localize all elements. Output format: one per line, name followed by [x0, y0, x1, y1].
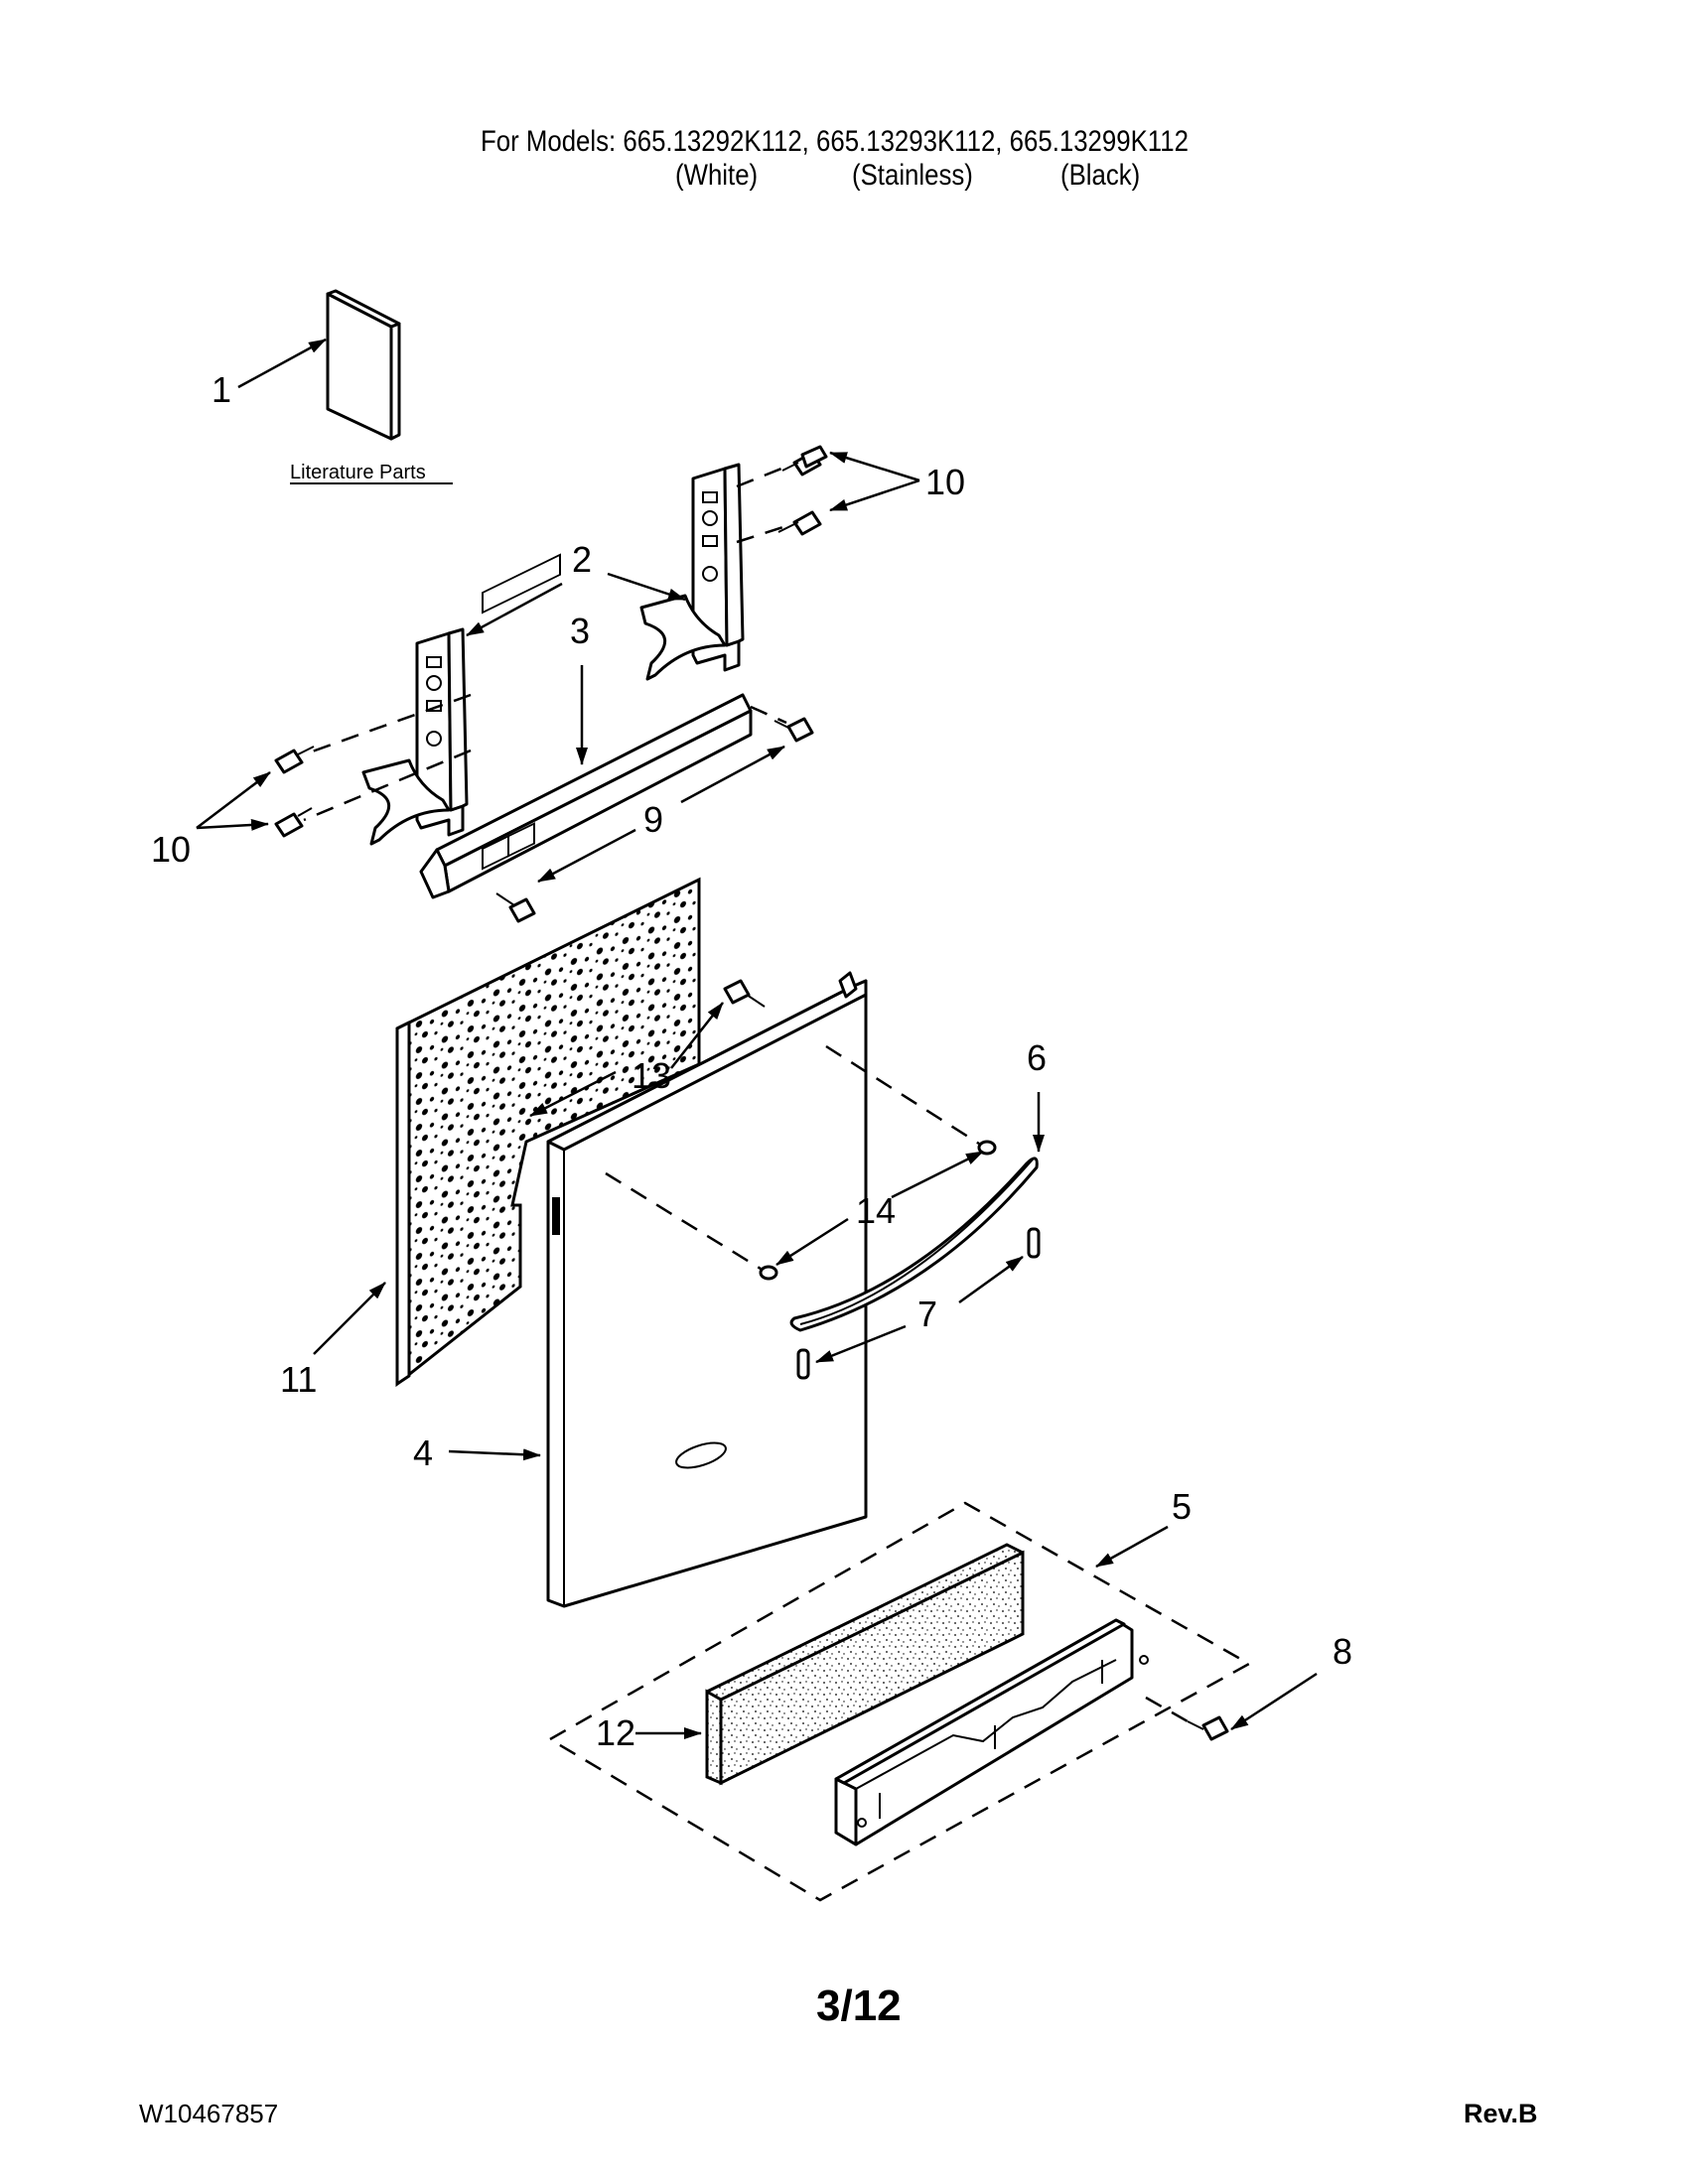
- screw-10-top-b: [777, 510, 822, 536]
- dash-10-d: [736, 524, 787, 544]
- callout-6: 6: [1027, 1037, 1047, 1078]
- washer-14-b: [759, 1265, 778, 1281]
- leader-10-left-a: [196, 771, 271, 829]
- pin-7-b: [796, 1348, 810, 1380]
- screw-10-left-a: [274, 746, 315, 774]
- callout-12: 12: [596, 1712, 635, 1753]
- screw-9-bottom: [495, 892, 536, 923]
- screw-10-top-a: [781, 445, 828, 477]
- callout-14: 14: [856, 1190, 896, 1231]
- callout-13: 13: [632, 1055, 671, 1096]
- leader-9-b: [537, 828, 636, 884]
- access-panel: [419, 553, 753, 899]
- leader-8: [1230, 1672, 1318, 1731]
- dash-handle-bottom: [605, 1171, 762, 1271]
- screw-8: [1187, 1715, 1229, 1741]
- leader-14-b: [775, 1217, 849, 1267]
- leader-13-a: [670, 1002, 724, 1069]
- toe-panel-insulation: [705, 1543, 1025, 1786]
- callout-4: 4: [413, 1433, 433, 1473]
- leader-11: [313, 1282, 386, 1355]
- mounting-bracket-right: [639, 463, 745, 681]
- literature-booklet: [326, 289, 401, 441]
- screw-10-left-b: [274, 807, 313, 838]
- callout-8: 8: [1333, 1631, 1352, 1672]
- dash-handle-top: [825, 1044, 980, 1146]
- outer-door-panel: [546, 971, 868, 1608]
- leader-9-a: [680, 745, 785, 804]
- dash-10-c: [736, 465, 787, 488]
- leader-4: [448, 1448, 541, 1461]
- callout-3: 3: [570, 611, 590, 651]
- callout-9: 9: [643, 799, 663, 840]
- leader-7-b: [815, 1324, 907, 1364]
- leader-2b: [466, 582, 563, 637]
- literature-parts-label: Literature Parts: [290, 462, 426, 483]
- leader-13-b: [529, 1070, 617, 1118]
- revision-label: Rev.B: [1464, 2099, 1538, 2128]
- dash-10-b: [303, 749, 472, 822]
- leader-2a: [607, 572, 686, 602]
- callout-7: 7: [917, 1294, 937, 1334]
- toe-panel-bracket: [834, 1618, 1149, 1846]
- door-handle: [789, 1157, 1039, 1332]
- dash-9-a: [750, 705, 787, 725]
- washer-14-a: [977, 1140, 997, 1156]
- insulation-blanket: [395, 877, 701, 1388]
- callout-10-left: 10: [151, 829, 191, 870]
- leader-5: [1095, 1525, 1169, 1569]
- pin-7-a: [1027, 1227, 1041, 1259]
- finish-black-label: (Black): [1060, 159, 1141, 192]
- screw-9-right: [774, 717, 814, 743]
- screw-13-top: [723, 979, 766, 1008]
- leader-7-a: [958, 1255, 1024, 1304]
- document-number: W10467857: [139, 2099, 279, 2128]
- models-line: For Models: 665.13292K112, 665.13293K112…: [481, 125, 1189, 158]
- leader-10-top-a: [829, 451, 920, 482]
- finish-stainless-label: (Stainless): [852, 159, 973, 192]
- leader-10-left-b: [196, 818, 269, 831]
- finish-white-label: (White): [675, 159, 759, 192]
- leader-1: [237, 338, 327, 389]
- leader-14-a: [891, 1150, 984, 1199]
- callout-5: 5: [1172, 1486, 1192, 1527]
- page-number: 3/12: [816, 1981, 902, 2030]
- callout-2: 2: [572, 539, 592, 580]
- callout-11: 11: [280, 1359, 317, 1400]
- dash-8: [1145, 1696, 1189, 1723]
- leader-10-top-b: [829, 478, 920, 512]
- callout-10-top: 10: [925, 462, 965, 502]
- callout-1: 1: [211, 369, 231, 410]
- mounting-bracket-left: [361, 627, 469, 846]
